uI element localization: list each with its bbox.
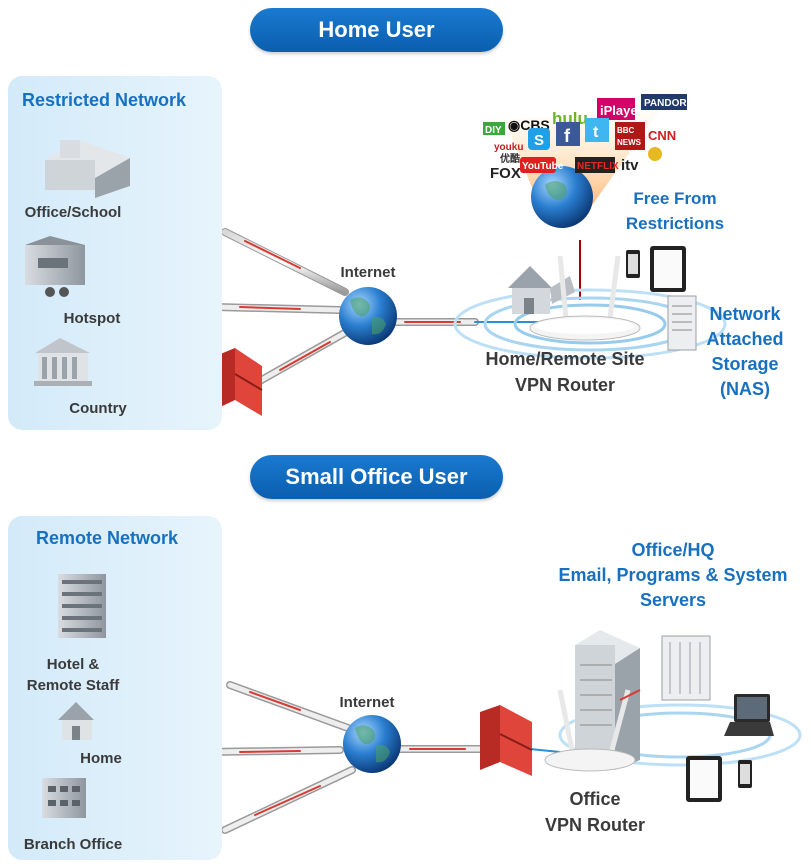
router-line-1: Home/Remote Site <box>485 349 645 369</box>
nas-line-4: (NAS) <box>720 379 770 399</box>
internet-globe-icon <box>339 287 397 345</box>
restricted-network-buildings <box>25 140 130 386</box>
tablet-icon <box>650 246 686 292</box>
svg-text:t: t <box>593 124 599 141</box>
office-router-label: Office VPN Router <box>520 786 670 838</box>
svg-text:youku: youku <box>494 142 523 153</box>
internet-label-office: Internet <box>339 694 395 711</box>
location-label-home: Home <box>80 750 122 767</box>
svg-text:BBC: BBC <box>617 126 635 135</box>
svg-text:FOX: FOX <box>490 165 521 182</box>
home-user-header: Home User <box>250 8 503 52</box>
internet-label: Internet <box>340 264 396 281</box>
location-label-country: Country <box>69 400 127 417</box>
free-from-restrictions-label: Free From Restrictions <box>610 186 740 236</box>
hotel-line-2: Remote Staff <box>26 677 120 694</box>
hotel-line-1: Hotel & <box>46 656 100 673</box>
free-line-2: Restrictions <box>625 214 725 233</box>
remote-network-buildings <box>42 574 106 818</box>
svg-text:iPlayer: iPlayer <box>600 103 643 118</box>
remote-network-title: Remote Network <box>36 528 179 548</box>
nas-line-3: Storage <box>711 354 779 374</box>
laptop-icon <box>724 694 774 736</box>
service-logos: DIY ◉CBS hulu iPlayer PANDORA youku S f … <box>483 94 694 182</box>
location-label-branch-office: Branch Office <box>23 836 123 853</box>
home-router-label: Home/Remote Site VPN Router <box>460 346 670 398</box>
svg-text:NEWS: NEWS <box>617 138 642 147</box>
nas-line-2: Attached <box>706 329 784 349</box>
nas-label: Network Attached Storage (NAS) <box>690 302 800 402</box>
office-hq-label: Office/HQ Email, Programs & System Serve… <box>535 538 811 613</box>
svg-text:YouTube: YouTube <box>522 161 564 172</box>
firewall-icon <box>480 705 533 776</box>
location-label-office-school: Office/School <box>24 204 122 221</box>
house-icon <box>58 702 94 740</box>
hq-line-3: Servers <box>639 590 707 610</box>
hq-line-2: Email, Programs & System <box>558 565 788 585</box>
internet-globe-icon <box>343 715 401 773</box>
firewall-icon <box>218 348 263 416</box>
smartphone-icon <box>738 760 752 788</box>
svg-text:NETFLIX: NETFLIX <box>577 161 619 172</box>
svg-text:优酷: 优酷 <box>500 152 520 165</box>
vpn-tunnel-lines-bottom <box>206 681 561 834</box>
nas-icon <box>667 295 697 351</box>
hq-line-1: Office/HQ <box>631 540 715 560</box>
svg-text:f: f <box>564 126 571 146</box>
svg-text:PANDORA: PANDORA <box>644 98 694 109</box>
office-router-line-1: Office <box>569 789 621 809</box>
router-icon <box>544 689 641 772</box>
government-building-icon <box>34 338 92 386</box>
svg-text:CNN: CNN <box>648 128 676 143</box>
tablet-icon <box>686 756 722 802</box>
branch-office-icon <box>42 778 86 818</box>
server-icon <box>661 635 711 701</box>
office-router-line-2: VPN Router <box>544 815 645 835</box>
small-office-user-header: Small Office User <box>250 455 503 499</box>
hotel-building-icon <box>58 574 106 638</box>
router-line-2: VPN Router <box>514 375 615 395</box>
nas-line-1: Network <box>709 304 781 324</box>
location-label-hotel-remote-staff: Hotel & Remote Staff <box>14 654 132 696</box>
smartphone-icon <box>626 250 640 278</box>
svg-text:S: S <box>534 132 544 149</box>
location-label-hotspot: Hotspot <box>63 310 121 327</box>
svg-text:itv: itv <box>621 157 639 174</box>
cafe-building-icon <box>25 236 85 297</box>
office-tower-icon <box>575 630 640 770</box>
free-line-1: Free From <box>633 189 717 208</box>
restricted-network-title: Restricted Network <box>22 90 187 110</box>
router-icon <box>529 255 641 341</box>
svg-text:DIY: DIY <box>485 125 502 136</box>
school-building-icon <box>45 140 130 198</box>
